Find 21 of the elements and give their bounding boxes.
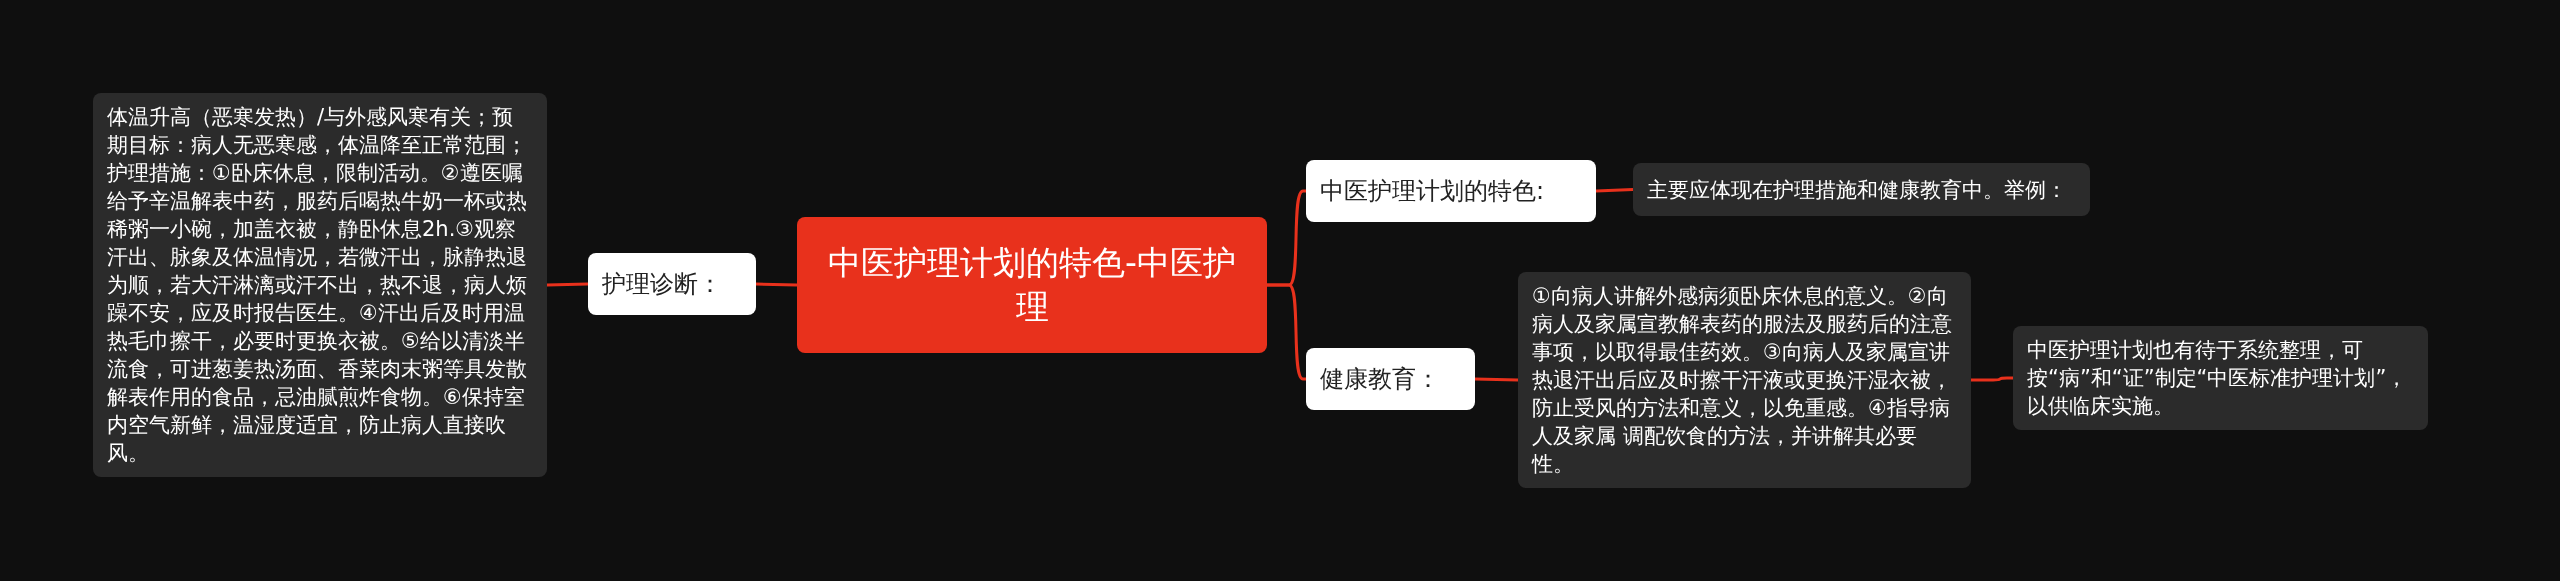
branch-topic [1306, 348, 1475, 410]
connector-line [1474, 377, 1519, 382]
branch-topic [1306, 160, 1596, 222]
topic-text: 中医护理计划也有待于系统整理，可按“病”和“证”制定“中医标准护理计划”，以供临床实施。 [2027, 337, 2409, 420]
branch-topic [588, 253, 756, 315]
topic-text: 健康教育： [1320, 364, 1440, 395]
connector-line [1971, 376, 2013, 382]
note-card [1633, 163, 2090, 216]
connector-line [1267, 283, 1306, 381]
connector-line [546, 282, 589, 287]
note-card [1518, 272, 1971, 488]
topic-text: 护理诊断： [602, 269, 722, 300]
topic-text: ①向病人讲解外感病须卧床休息的意义。②向病人及家属宣教解表药的服法及服药后的注意事项，以取得最佳药效。③向病人及家属宣讲热退汗出后应及时擦干汗液或更换汗湿衣被，防止受风的方法和意义，以免重感。④指导病人及家属 调配饮食的方法，并讲解其必要性。 [1532, 283, 1953, 478]
central-topic [797, 217, 1267, 353]
note-card [2013, 326, 2428, 430]
topic-text: 中医护理计划的特色: [1320, 176, 1545, 207]
topic-text: 中医护理计划的特色-中医护理 [827, 242, 1237, 328]
topic-text: 体温升高（恶寒发热）/与外感风寒有关；预期目标：病人无恶寒感，体温降至正常范围；护理措施：①卧床休息，限制活动。②遵医嘱给予辛温解表中药，服药后喝热牛奶一杯或热稀粥一小碗，加盖衣被，静卧休息2h.③观察汗出、脉象及体温情况，若微汗出，脉静热退为顺，若大汗淋漓或汗不出，热不退，病人烦躁不安，应及时报告医生。④汗出后及时用温热毛巾擦干，必要时更换衣被。⑤给以清淡半流食，可进葱姜热汤面、香菜肉末粥等具发散解表作用的食品，忌油腻煎炸食物。⑥保持室内空气新鲜，温湿度适宜，防止病人直接吹风。 [107, 104, 528, 467]
topic-text: 主要应体现在护理措施和健康教育中。举例： [1647, 176, 2067, 204]
connector-line [1595, 188, 1634, 193]
connector-line [755, 282, 798, 287]
